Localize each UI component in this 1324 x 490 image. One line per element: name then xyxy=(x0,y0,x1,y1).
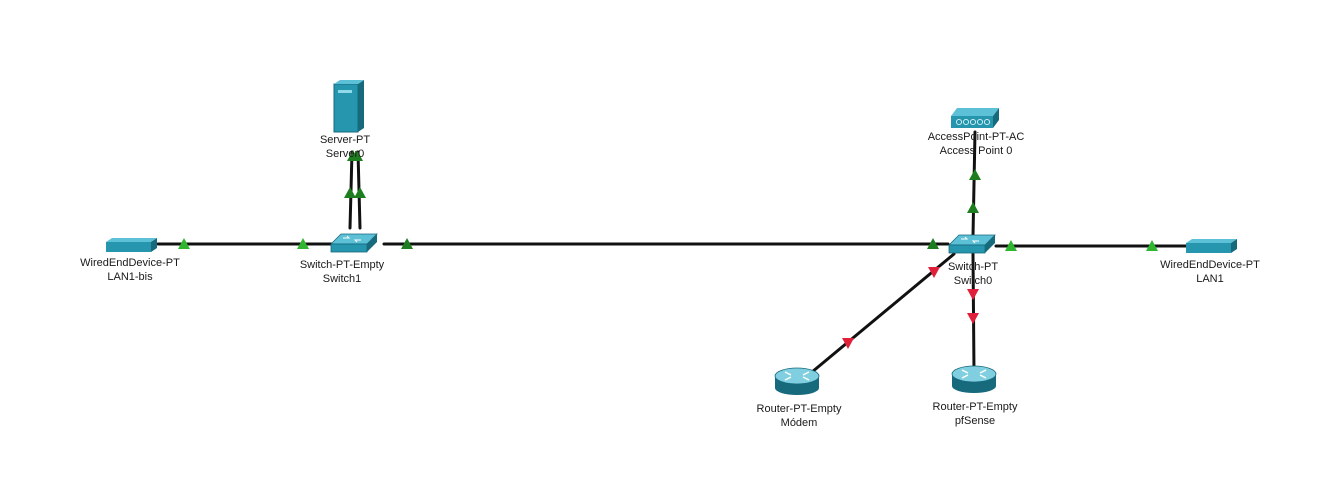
link-down-indicator xyxy=(842,338,854,349)
device-model: AccessPoint-PT-AC xyxy=(927,131,1025,143)
link-status-markers xyxy=(178,150,1158,349)
link-up-indicator xyxy=(344,187,356,198)
device-name: Access Point 0 xyxy=(939,145,1013,157)
device-name: Módem xyxy=(780,417,818,429)
link-up-indicator xyxy=(351,150,363,161)
device-label-lan1: WiredEndDevice-PT LAN1 xyxy=(1160,258,1260,286)
device-label-switch1: Switch-PT-Empty Switch1 xyxy=(300,258,384,286)
device-model: Router-PT-Empty xyxy=(932,401,1018,413)
link-switch0-modem[interactable] xyxy=(810,252,956,374)
link-up-indicator xyxy=(927,238,939,249)
router-icon[interactable] xyxy=(951,365,997,393)
device-name: Switch0 xyxy=(953,275,993,287)
device-model: Router-PT-Empty xyxy=(756,403,842,415)
device-label-ap0: AccessPoint-PT-AC Access Point 0 xyxy=(928,130,1025,158)
link-up-indicator xyxy=(967,202,979,213)
device-model: Switch-PT xyxy=(947,261,999,273)
device-label-server0: Server-PT Server0 xyxy=(320,133,370,161)
wired-end-device-icon[interactable] xyxy=(1186,239,1237,253)
link-up-indicator xyxy=(178,238,190,249)
link-switch0-ap0[interactable] xyxy=(971,130,977,238)
device-label-lan1bis: WiredEndDevice-PT LAN1-bis xyxy=(80,256,180,284)
switch-icon[interactable] xyxy=(330,233,378,253)
link-down-indicator xyxy=(928,267,940,278)
device-label-pfsense: Router-PT-Empty pfSense xyxy=(933,400,1018,428)
server-icon[interactable] xyxy=(333,80,364,133)
device-name: Server0 xyxy=(325,148,365,160)
link-up-indicator xyxy=(354,187,366,198)
device-name: Switch1 xyxy=(322,273,362,285)
device-model: Server-PT xyxy=(319,134,371,146)
link-up-indicator xyxy=(969,169,981,180)
device-model: WiredEndDevice-PT xyxy=(1160,259,1260,271)
device-name: pfSense xyxy=(954,415,996,427)
router-icon[interactable] xyxy=(774,367,820,395)
link-up-indicator xyxy=(297,238,309,249)
link-up-indicator xyxy=(401,238,413,249)
link-up-indicator xyxy=(1146,240,1158,251)
links-layer xyxy=(156,130,1188,374)
link-up-indicator xyxy=(1005,240,1017,251)
device-name: LAN1-bis xyxy=(107,271,153,283)
device-model: WiredEndDevice-PT xyxy=(80,257,180,269)
device-model: Switch-PT-Empty xyxy=(299,259,385,271)
link-down-indicator xyxy=(967,313,979,324)
wired-end-device-icon[interactable] xyxy=(106,238,157,252)
link-down-indicator xyxy=(967,289,979,300)
device-label-switch0: Switch-PT Switch0 xyxy=(948,260,998,288)
switch-icon[interactable] xyxy=(948,234,996,254)
device-name: LAN1 xyxy=(1196,273,1224,285)
devices-layer xyxy=(106,80,1237,395)
device-label-modem: Router-PT-Empty Módem xyxy=(757,402,842,430)
access-point-icon[interactable] xyxy=(951,108,999,128)
